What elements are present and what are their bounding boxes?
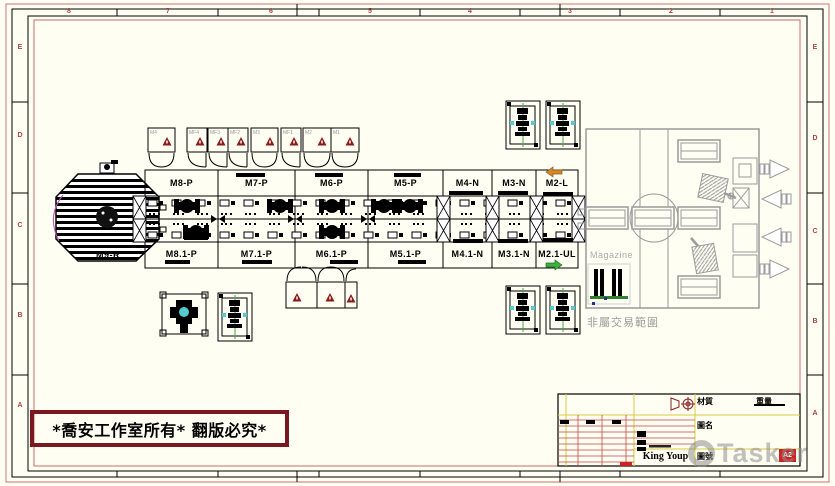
- warning-label: MF1: [283, 130, 293, 136]
- station-label-m4n: M4-N: [455, 178, 480, 188]
- station-label-m31n: M3.1-N: [498, 249, 530, 259]
- warning-label: M3: [253, 130, 260, 136]
- zone-letter: D: [17, 132, 23, 139]
- zone-number: 7: [166, 8, 170, 15]
- station-label-m41n: M4.1-N: [451, 249, 484, 259]
- zone-letter: C: [17, 222, 23, 229]
- warning-label: MF4: [189, 130, 199, 136]
- station-label-m71p: M7.1-P: [240, 249, 273, 259]
- station-label-m51p: M5.1-P: [389, 249, 422, 259]
- station-label-m81p: M8.1-P: [165, 249, 198, 259]
- station-label-m9r: M9-R: [96, 250, 120, 260]
- watermark: Tasker: [688, 438, 808, 469]
- station-label-m2l: M2-L: [545, 178, 569, 188]
- warning-triangles: [162, 137, 355, 146]
- weight-underline: [754, 404, 785, 406]
- zone-number: 8: [67, 8, 71, 15]
- warning-label: M4: [150, 130, 157, 136]
- zone-number: 1: [770, 8, 774, 15]
- zone-letter: B: [17, 312, 23, 319]
- zone-letter: A: [812, 410, 818, 417]
- zone-letter: E: [17, 44, 23, 51]
- station-label-m5p: M5-P: [393, 178, 418, 188]
- warning-row: [147, 127, 360, 168]
- zone-letter: A: [17, 402, 23, 409]
- zone-letter: B: [812, 318, 818, 325]
- zone-letter: D: [812, 135, 818, 142]
- watermark-text: Tasker: [717, 438, 809, 468]
- drawing-name-label: 圖名: [697, 421, 713, 430]
- machine-details: [159, 100, 581, 342]
- watermark-gear-icon: [688, 440, 715, 467]
- projection-symbol-icon: [670, 397, 695, 411]
- station-label-m61p: M6.1-P: [315, 249, 348, 259]
- zone-number: 2: [669, 8, 673, 15]
- unload-arrow-icon: [545, 259, 563, 271]
- station-label-m3n: M3-N: [502, 178, 526, 188]
- zone-number: 6: [269, 8, 273, 15]
- station-label-m7p: M7-P: [244, 178, 269, 188]
- station-label-m6p: M6-P: [319, 178, 344, 188]
- load-arrow-icon: [545, 166, 563, 178]
- magazine-label: Magazine: [590, 250, 634, 260]
- ownership-notice: *喬安工作室所有* 翻版必究*: [30, 410, 289, 447]
- lower-door-boxes: [285, 266, 358, 309]
- flow-arrows: [759, 159, 792, 279]
- station-label-m8p: M8-P: [169, 178, 194, 188]
- scope-note: 非屬交易範圍: [587, 316, 659, 329]
- sheet-size-badge: A2: [779, 449, 796, 462]
- warning-label: M2: [305, 130, 312, 136]
- zone-number: 4: [468, 8, 472, 15]
- warning-label: M1: [333, 130, 340, 136]
- warning-label: MF3: [210, 130, 220, 136]
- zone-letter: C: [812, 228, 818, 235]
- robot-icon: [690, 237, 719, 275]
- right-machine: [577, 128, 792, 309]
- company-name: King Youp: [642, 451, 689, 462]
- warning-label: MF2: [230, 130, 240, 136]
- border-frame: [5, 3, 830, 483]
- zone-letter: E: [812, 44, 818, 51]
- magazine-icon: [587, 263, 631, 305]
- zone-number: 3: [568, 8, 572, 15]
- station-bars: [165, 173, 573, 264]
- material-label: 材質: [697, 397, 713, 406]
- conveyor-band: [132, 195, 586, 243]
- robot-icon: [697, 172, 737, 204]
- weight-label: 重量: [756, 397, 772, 406]
- station-label-m21ul: M2.1-UL: [538, 249, 576, 259]
- zone-number: 5: [368, 8, 372, 15]
